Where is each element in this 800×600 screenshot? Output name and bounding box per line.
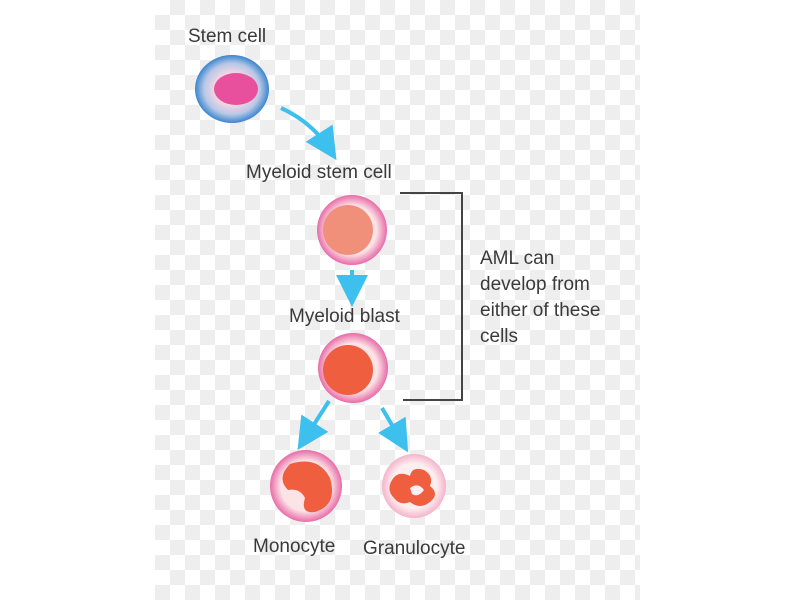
label-monocyte: Monocyte: [253, 536, 335, 557]
stem-cell: [195, 55, 269, 123]
arrow-icon: [280, 106, 337, 161]
svg-text:either of these: either of these: [480, 300, 600, 321]
granulocyte: [382, 454, 446, 518]
svg-text:AML can: AML can: [480, 248, 554, 269]
arrow-icon: [297, 399, 331, 451]
myeloid-blast: [318, 333, 388, 403]
svg-text:cells: cells: [480, 326, 518, 347]
label-myeloid-stem-cell: Myeloid stem cell: [246, 162, 392, 183]
label-stem-cell: Stem cell: [188, 26, 266, 47]
arrow-icon: [378, 406, 409, 453]
myeloid-stem-cell: [317, 195, 387, 265]
label-granulocyte: Granulocyte: [363, 538, 465, 559]
bracket: [400, 192, 463, 401]
label-myeloid-blast: Myeloid blast: [289, 306, 401, 327]
monocyte: [270, 450, 342, 522]
annotation: AML can develop from either of these cel…: [480, 248, 600, 347]
svg-text:develop from: develop from: [480, 274, 590, 295]
